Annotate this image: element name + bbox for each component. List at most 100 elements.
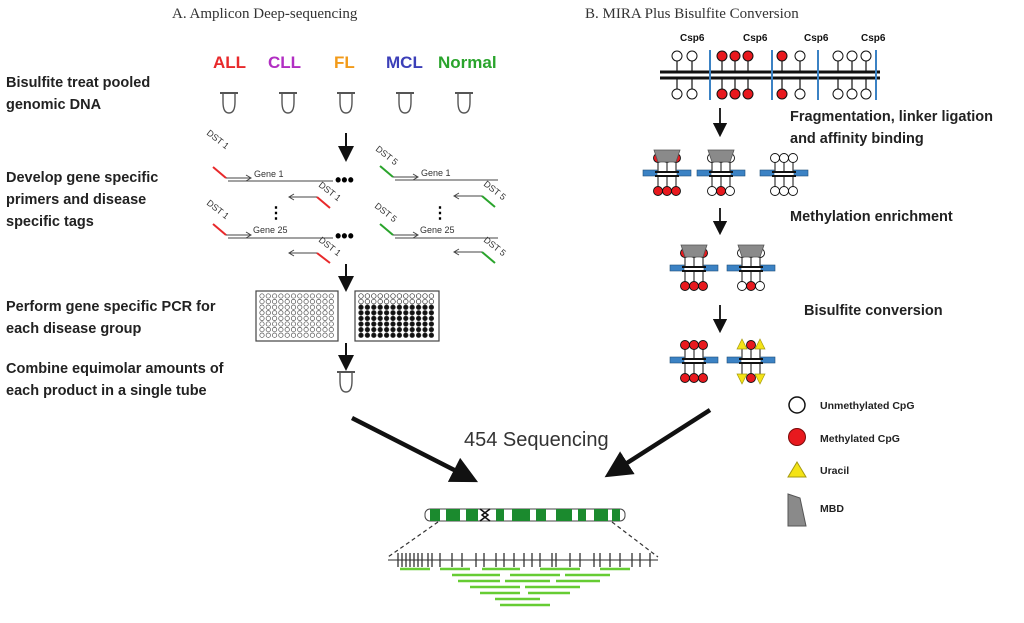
plate-well <box>290 293 297 299</box>
plate-well <box>422 326 428 333</box>
linker <box>703 264 719 272</box>
svg-text:Gene 25: Gene 25 <box>420 225 455 235</box>
plate-well <box>309 332 315 338</box>
zoom-line <box>611 521 659 558</box>
step-combine-equimolar: Combine equimolar amounts of each produc… <box>6 361 224 399</box>
linker <box>642 169 658 177</box>
plate-well <box>272 315 278 321</box>
plate-well <box>358 326 364 333</box>
plate-well <box>383 315 390 322</box>
mbd-protein <box>680 244 708 258</box>
plate-well <box>396 298 403 305</box>
csp6-label: Csp6 <box>861 33 886 44</box>
plate-well <box>390 298 396 305</box>
linker <box>760 356 776 364</box>
plate-well <box>303 332 309 338</box>
plate-well <box>383 298 390 305</box>
plate-well <box>428 315 435 322</box>
combined-tube-icon <box>336 371 356 393</box>
plate-well <box>265 299 271 305</box>
plate-well <box>303 304 309 310</box>
plate-well <box>284 310 290 316</box>
plate-well <box>358 332 364 338</box>
step-bisulfite-conversion: Bisulfite conversion <box>804 303 943 319</box>
plate-well <box>284 321 290 327</box>
linker <box>793 169 809 177</box>
plate-well <box>409 315 415 322</box>
plate-well <box>303 315 309 321</box>
plate-well <box>278 315 284 321</box>
plate-well <box>390 332 396 338</box>
plate-well <box>377 332 383 338</box>
plate-well <box>371 298 377 305</box>
plate-well <box>278 332 284 338</box>
svg-text:DST 5: DST 5 <box>373 201 399 224</box>
plate-well <box>265 332 271 338</box>
plate-well <box>297 310 303 316</box>
plate-well <box>377 304 383 310</box>
svg-text:Gene 1: Gene 1 <box>254 169 284 179</box>
methylated-cpg-icon <box>788 428 806 446</box>
plate-well <box>303 293 309 299</box>
plate-well <box>415 304 422 310</box>
ellipsis: ••• <box>335 226 354 246</box>
csp6-label: Csp6 <box>743 33 768 44</box>
plate-well <box>309 293 315 299</box>
plate-well <box>364 321 371 327</box>
ellipsis: ••• <box>335 170 354 190</box>
disease-label-fl: FL <box>334 53 355 72</box>
plate-well <box>259 304 265 310</box>
plate-well <box>415 293 422 299</box>
disease-label-cll: CLL <box>268 53 302 72</box>
plate-well <box>422 298 428 305</box>
linker <box>730 169 746 177</box>
panel-a-title: A. Amplicon Deep-sequencing <box>172 6 358 22</box>
step-develop-primers: Develop gene specific primers and diseas… <box>6 170 159 230</box>
plate-well <box>415 321 422 327</box>
plate-well <box>409 293 415 299</box>
tube-icon <box>336 92 356 114</box>
unmethylated-cpg <box>686 88 698 100</box>
plate-well <box>265 310 271 316</box>
plate-well <box>284 327 290 333</box>
svg-text:DST 5: DST 5 <box>374 144 400 167</box>
uracil-icon <box>787 461 807 478</box>
panel-b-title: B. MIRA Plus Bisulfite Conversion <box>585 6 799 22</box>
methylated-cpg <box>742 50 754 62</box>
step-gene-specific-pcr: Perform gene specific PCR for each disea… <box>6 299 216 337</box>
csp6-label: Csp6 <box>680 33 705 44</box>
plate-well <box>396 293 403 299</box>
plate-well <box>383 326 390 333</box>
plate-well <box>328 310 334 316</box>
dna-fragment <box>759 153 809 196</box>
cpg-ticks <box>397 553 651 567</box>
linker <box>759 169 775 177</box>
converge-arrow-left <box>350 415 479 483</box>
plate-well <box>278 327 284 333</box>
plate-well <box>278 321 284 327</box>
linker <box>669 264 685 272</box>
plate-well <box>303 321 309 327</box>
primer-diagram-dst5: DST 5 Gene 1 DST 5 DST 5 ⋮ Gene 25 DST 5 <box>373 144 508 264</box>
plate-well <box>297 299 303 305</box>
plate-well <box>422 293 428 299</box>
plate-well <box>364 315 371 322</box>
plate-well <box>322 332 328 338</box>
plate-well <box>396 304 403 310</box>
zoom-line <box>387 521 439 558</box>
plate-well <box>303 327 309 333</box>
plate-well <box>309 315 315 321</box>
uracil <box>736 373 748 385</box>
plate-well <box>290 321 297 327</box>
plate-well <box>328 332 334 338</box>
pcr-plate-empty <box>255 290 339 342</box>
plate-well <box>297 315 303 321</box>
methylated-cpg <box>716 88 728 100</box>
plate-well <box>316 304 322 310</box>
tube-icon <box>219 92 239 114</box>
plate-well <box>428 332 435 338</box>
svg-text:Gene 1: Gene 1 <box>421 168 451 178</box>
plate-well <box>272 304 278 310</box>
plate-well <box>259 299 265 305</box>
